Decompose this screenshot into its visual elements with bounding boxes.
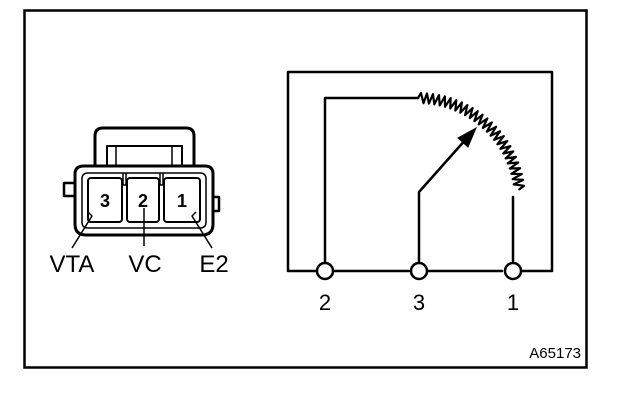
leader-vta xyxy=(71,211,93,249)
wiper xyxy=(417,136,469,263)
terminal-label-1: 1 xyxy=(507,290,519,315)
terminal-3 xyxy=(409,261,429,281)
leader-e2 xyxy=(191,211,213,249)
cavity-3 xyxy=(87,177,123,223)
cavity-number-2: 2 xyxy=(138,191,148,211)
wire-terminal-2 xyxy=(323,96,420,263)
cavity-number-1: 1 xyxy=(177,191,187,211)
signal-label-vta: VTA xyxy=(50,251,95,278)
sensor-housing xyxy=(286,70,554,273)
cavity-number-3: 3 xyxy=(100,191,110,211)
cavity-1 xyxy=(163,177,201,223)
cavity-2 xyxy=(126,177,160,223)
figure-code: A65173 xyxy=(529,345,581,362)
terminal-2 xyxy=(315,261,335,281)
connector xyxy=(62,126,221,249)
terminal-label-2: 2 xyxy=(319,290,331,315)
connector-hood-inner xyxy=(106,145,183,166)
terminal-label-3: 3 xyxy=(413,290,425,315)
connector-left-lug xyxy=(62,181,77,198)
signal-label-e2: E2 xyxy=(199,251,228,278)
figure-frame xyxy=(23,9,588,369)
potentiometer-resistor xyxy=(416,91,526,191)
terminal-1 xyxy=(503,261,523,281)
sensor-circuit xyxy=(286,70,554,273)
connector-body xyxy=(73,164,215,237)
wiper-arrowhead xyxy=(457,126,478,148)
signal-label-vc: VC xyxy=(128,251,161,278)
